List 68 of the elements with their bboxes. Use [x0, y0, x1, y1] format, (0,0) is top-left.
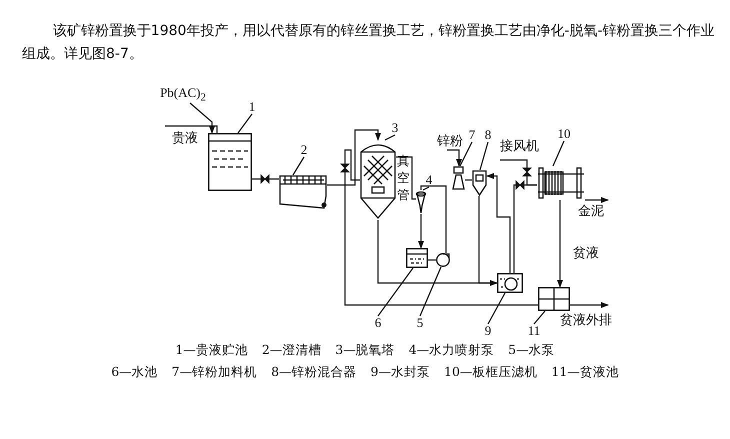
callout-number: 11 [525, 324, 543, 338]
edge-label: 锌粉 [437, 134, 463, 149]
leader-line [378, 268, 414, 316]
leader-line [534, 310, 546, 324]
legend-entry: 8—锌粉混合器 [271, 364, 357, 381]
arrow [327, 129, 381, 186]
filter-press [537, 166, 585, 200]
arrow [585, 197, 609, 203]
arrow [190, 102, 215, 134]
legend-entry: 4—水力喷射泵 [408, 342, 494, 359]
leader-line [384, 134, 396, 141]
arrow [570, 302, 609, 308]
pipe-line [465, 179, 472, 181]
water-pump [436, 253, 450, 267]
callout-number: 8 [482, 128, 494, 142]
vertical-label: 真空管 [397, 152, 410, 203]
chemical-label: Pb(AC)$_{2}$ [156, 86, 210, 103]
legend-entry: 11—贫液池 [551, 364, 619, 381]
arrow [557, 200, 563, 288]
leader-line [422, 186, 430, 191]
leader-line [552, 140, 565, 166]
seal-pump [497, 273, 523, 293]
edge-label: 接风机 [500, 139, 539, 154]
leader-line [419, 266, 442, 316]
paragraph: 该矿锌粉置换于1980年投产，用以代替原有的锌丝置换工艺，锌粉置换工艺由净化-脱氧-锌粉置换三个作业组成。详见图8-7。 [22, 22, 716, 64]
legend-entry: 2—澄清槽 [262, 342, 322, 359]
legend-entry: 1—贵液贮池 [175, 342, 248, 359]
legend-entry: 9—水封泵 [370, 364, 430, 381]
legend-entry: 10—板框压滤机 [444, 364, 538, 381]
powder-feeder [452, 166, 465, 190]
leader-line [292, 156, 305, 176]
legend-entry: 3—脱氧塔 [335, 342, 395, 359]
callout-number: 7 [466, 128, 478, 142]
arrow [447, 149, 462, 167]
storage-tank [208, 133, 252, 191]
pipe-line [344, 149, 538, 306]
callout-number: 2 [298, 143, 310, 157]
legend-entry: 5—水泵 [508, 342, 555, 359]
pipe-line [420, 185, 447, 253]
pipe-line [500, 159, 537, 186]
leader-line [479, 142, 489, 170]
callout-number: 6 [372, 316, 384, 330]
leader-line [459, 142, 473, 166]
edge-label: 贫液 [573, 246, 599, 261]
arrow [486, 173, 511, 273]
arrow [418, 214, 424, 249]
pipe-line [428, 259, 436, 261]
edge-label: 贵液 [172, 131, 198, 146]
pipe-line [165, 125, 218, 133]
legend-entry: 6—水池 [111, 364, 158, 381]
mixer [472, 170, 487, 196]
callout-number: 5 [414, 316, 426, 330]
legend-entry: 7—锌粉加料机 [172, 364, 258, 381]
leader-line [487, 292, 506, 324]
callout-number: 9 [482, 324, 494, 338]
callout-number: 10 [555, 127, 573, 141]
callout-number: 3 [389, 121, 401, 135]
edge-label: 金泥 [578, 204, 604, 219]
callout-number: 4 [423, 173, 435, 187]
liquid-tank [538, 287, 570, 311]
arrow [478, 196, 498, 286]
pipe-line [396, 156, 416, 200]
leader-line [238, 114, 252, 134]
callout-number: 1 [246, 100, 258, 114]
ejector-pump [416, 190, 426, 214]
clarifier-tank [279, 175, 327, 209]
edge-label: 贫液外排 [560, 313, 612, 328]
water-tank [406, 248, 428, 268]
